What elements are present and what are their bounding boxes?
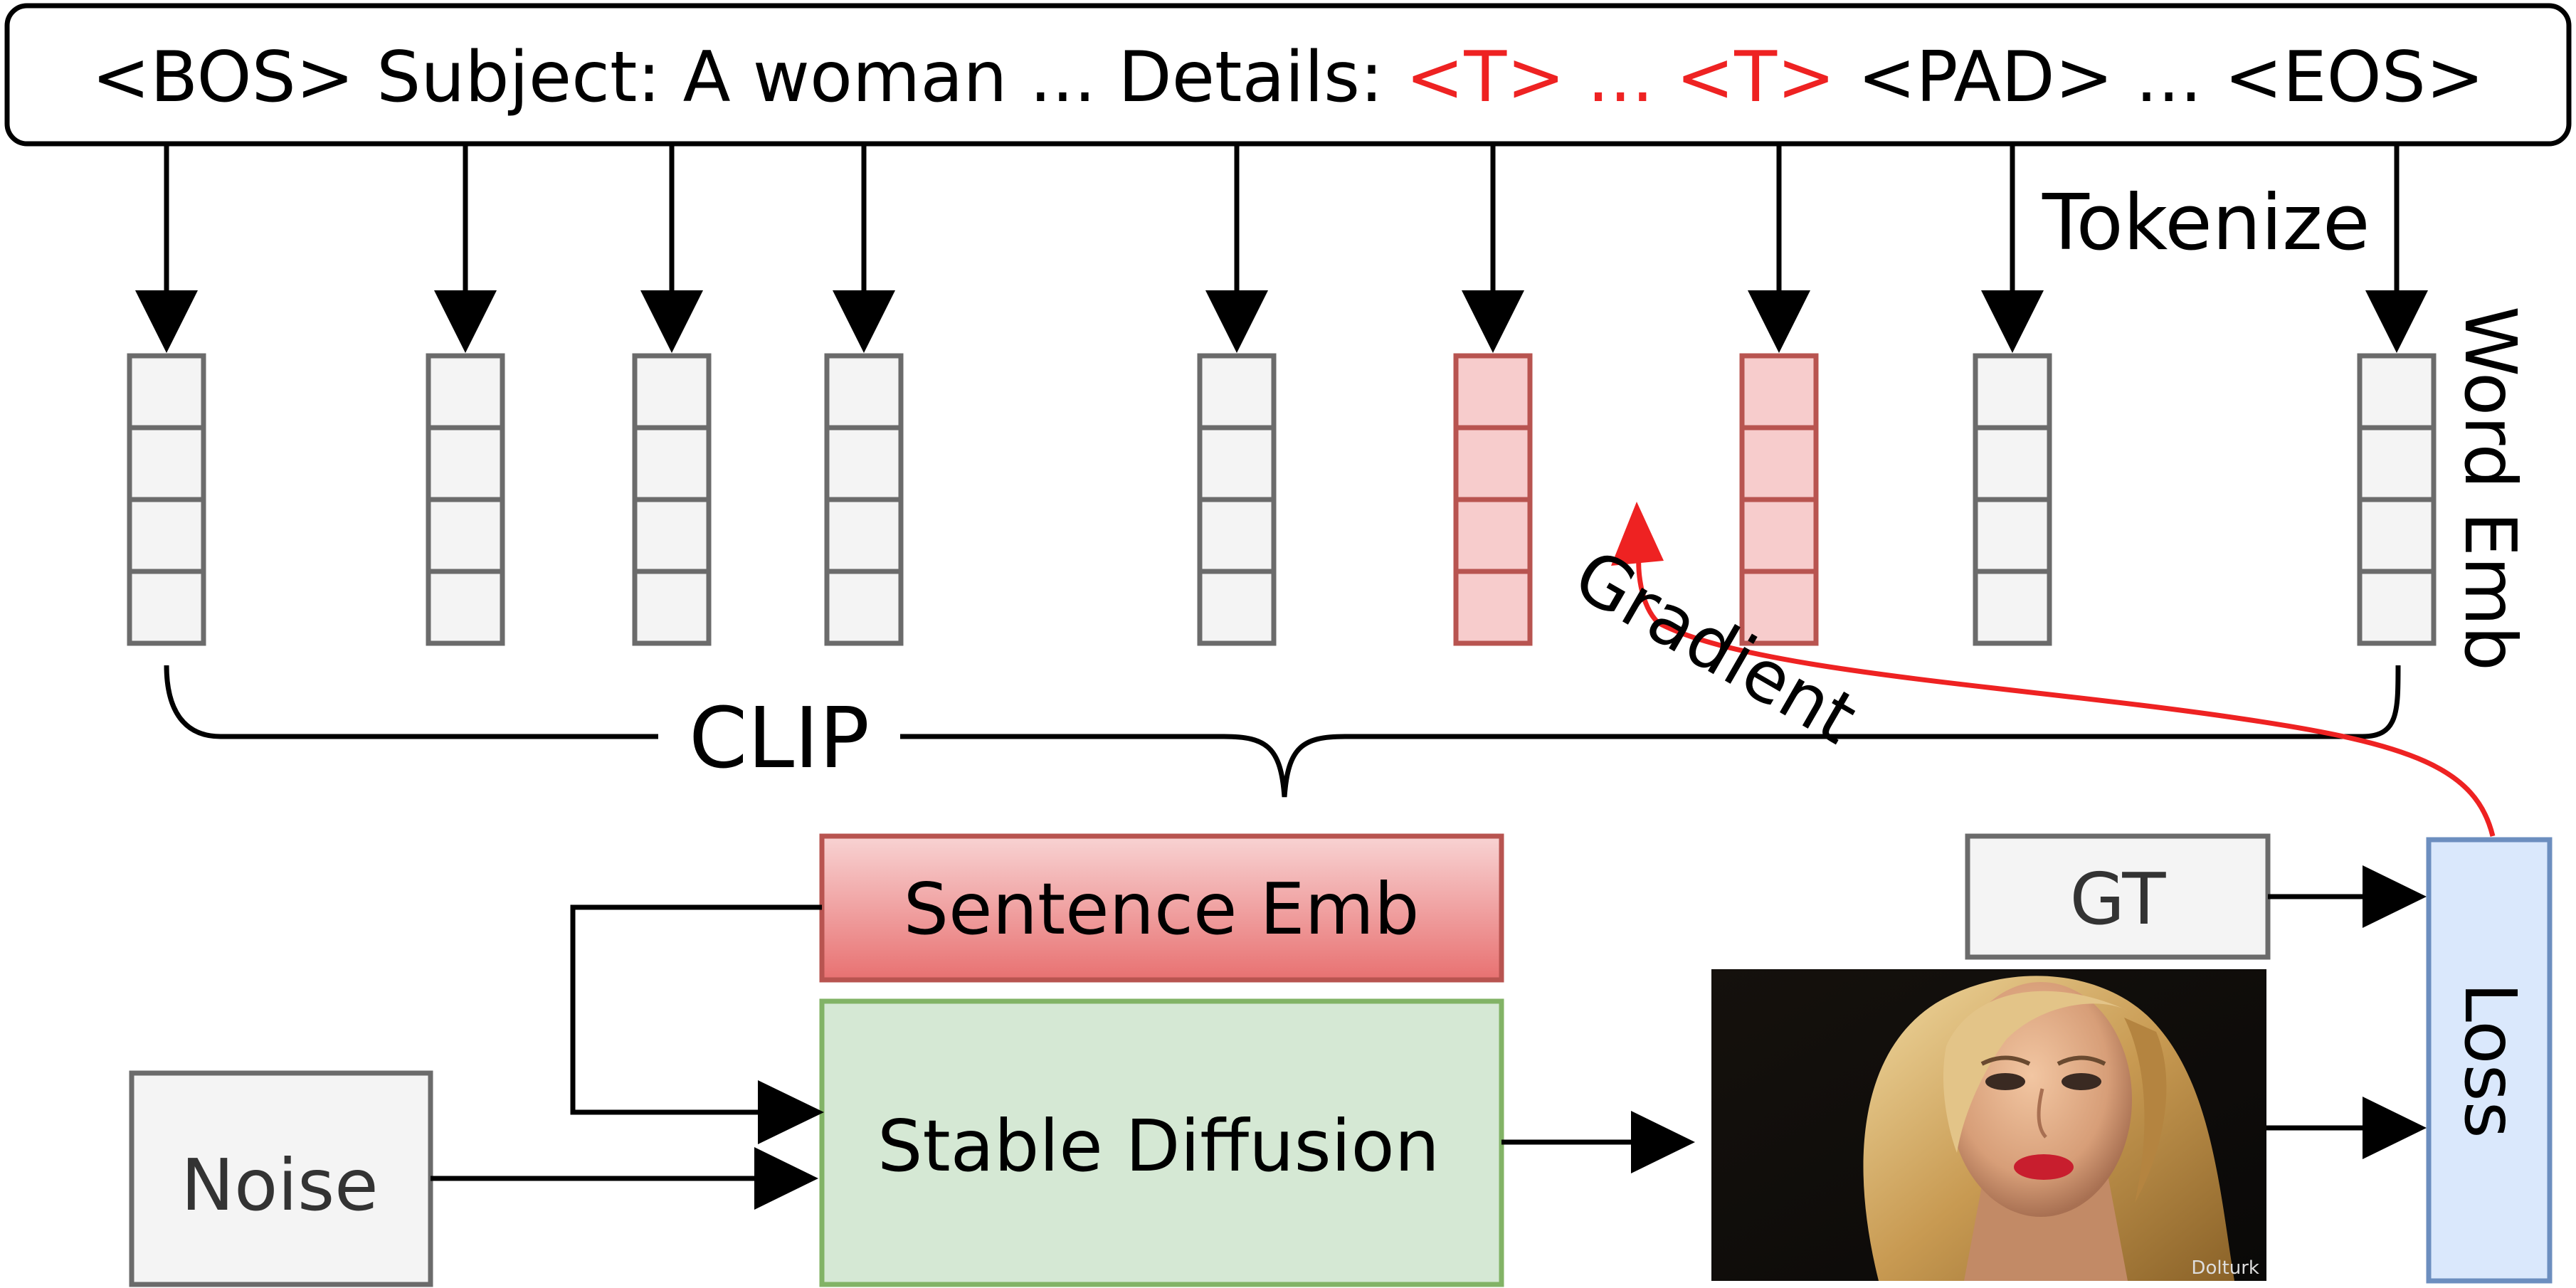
gt-to-loss-arrowhead bbox=[2363, 865, 2427, 928]
noise-box: Noise bbox=[129, 1070, 433, 1287]
embedding-cell bbox=[632, 353, 712, 431]
embedding-cell bbox=[426, 353, 505, 431]
embedding-cell bbox=[632, 569, 712, 646]
embedding-cell bbox=[1453, 353, 1533, 431]
word-emb-label: Word Emb bbox=[2449, 306, 2532, 671]
sentence-emb-box: Sentence Emb bbox=[819, 833, 1504, 983]
tokenize-arrowhead-pad bbox=[1981, 290, 2044, 353]
tokenize-arrowhead-subject bbox=[434, 290, 497, 353]
clip-brace bbox=[164, 665, 2401, 798]
tokenize-arrowhead-t2 bbox=[1748, 290, 1810, 353]
tokenize-arrowhead-a bbox=[640, 290, 703, 353]
gt-box: GT bbox=[1965, 833, 2271, 960]
embedding-cell bbox=[2357, 569, 2437, 646]
embedding-cell bbox=[127, 353, 206, 431]
loss-box: Loss bbox=[2426, 837, 2553, 1284]
embedding-column-t2 bbox=[1739, 353, 1819, 646]
embedding-cell bbox=[1973, 569, 2052, 646]
noise-to-sd-arrowhead bbox=[754, 1147, 818, 1210]
embedding-cell bbox=[824, 353, 904, 431]
image-watermark: Dolturk bbox=[2191, 1257, 2259, 1279]
gradient-arrow bbox=[1636, 547, 2496, 837]
embedding-cell bbox=[1197, 353, 1277, 431]
tokenize-label: Tokenize bbox=[2042, 179, 2370, 268]
embedding-column-eos bbox=[2357, 353, 2437, 646]
embedding-cell bbox=[1973, 353, 2052, 431]
placeholder-token-1: <T> bbox=[1405, 37, 1565, 118]
gt-label: GT bbox=[2069, 857, 2166, 941]
stable-diffusion-box: Stable Diffusion bbox=[819, 998, 1504, 1287]
embedding-cell bbox=[1453, 497, 1533, 574]
sentence-to-sd-connector bbox=[570, 904, 822, 1115]
tokenize-arrowhead-woman bbox=[833, 290, 895, 353]
embedding-cell bbox=[426, 425, 505, 502]
sentence-to-sd-arrowhead bbox=[758, 1080, 824, 1144]
generated-image: Dolturk bbox=[1711, 969, 2266, 1281]
embedding-cell bbox=[1453, 425, 1533, 502]
embedding-cell bbox=[824, 569, 904, 646]
embedding-cell bbox=[824, 425, 904, 502]
embedding-cell bbox=[1197, 425, 1277, 502]
embedding-cell bbox=[2357, 425, 2437, 502]
gradient-label: Gradient bbox=[1561, 533, 1870, 760]
clip-label: CLIP bbox=[689, 689, 870, 787]
embedding-cell bbox=[426, 497, 505, 574]
image-to-loss-arrowhead bbox=[2363, 1097, 2427, 1159]
tokenize-arrowhead-t1 bbox=[1462, 290, 1524, 353]
embedding-column-t1 bbox=[1453, 353, 1533, 646]
embedding-cell bbox=[426, 569, 505, 646]
tokenize-arrowhead-bos bbox=[135, 290, 198, 353]
embedding-column-a bbox=[632, 353, 712, 646]
embedding-cell bbox=[1197, 497, 1277, 574]
embedding-column-woman bbox=[824, 353, 904, 646]
embedding-cell bbox=[1453, 569, 1533, 646]
embedding-cell bbox=[1973, 425, 2052, 502]
embedding-cell bbox=[1973, 497, 2052, 574]
embedding-column-details bbox=[1197, 353, 1277, 646]
embedding-cell bbox=[824, 497, 904, 574]
prompt-text: <BOS> Subject: A woman ... Details: <T> … bbox=[92, 37, 2484, 118]
loss-label: Loss bbox=[2449, 982, 2532, 1138]
embedding-column-bos bbox=[127, 353, 206, 646]
embedding-cell bbox=[1739, 425, 1819, 502]
embedding-cell bbox=[127, 569, 206, 646]
embedding-cell bbox=[2357, 497, 2437, 574]
embedding-cell bbox=[127, 497, 206, 574]
word-embeddings bbox=[127, 353, 2437, 646]
embedding-column-pad bbox=[1973, 353, 2052, 646]
embedding-column-subject bbox=[426, 353, 505, 646]
tokenize-arrows bbox=[135, 146, 2428, 353]
embedding-cell bbox=[1739, 353, 1819, 431]
tokenize-arrowhead-eos bbox=[2365, 290, 2428, 353]
embedding-cell bbox=[632, 497, 712, 574]
embedding-cell bbox=[2357, 353, 2437, 431]
embedding-cell bbox=[1739, 569, 1819, 646]
tokenize-arrowhead-details bbox=[1205, 290, 1268, 353]
embedding-cell bbox=[1739, 497, 1819, 574]
embedding-cell bbox=[127, 425, 206, 502]
sentence-emb-label: Sentence Emb bbox=[904, 867, 1420, 951]
noise-label: Noise bbox=[181, 1144, 378, 1227]
sd-to-image-arrowhead bbox=[1631, 1111, 1695, 1173]
embedding-cell bbox=[1197, 569, 1277, 646]
placeholder-token-2: <T> bbox=[1676, 37, 1835, 118]
prompt-box: <BOS> Subject: A woman ... Details: <T> … bbox=[4, 3, 2572, 147]
stable-diffusion-label: Stable Diffusion bbox=[877, 1104, 1440, 1188]
gradient-arrowhead bbox=[1611, 502, 1664, 566]
embedding-cell bbox=[632, 425, 712, 502]
